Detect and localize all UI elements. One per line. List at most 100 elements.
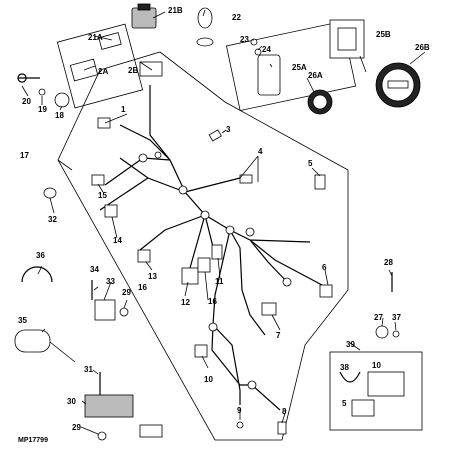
callout-16b: 16 [208,297,217,306]
connector-15 [91,174,105,186]
leader-39 [349,342,361,351]
figure-id: MP17799 [18,437,48,444]
nut-19-icon [38,88,46,96]
callout-10: 10 [204,375,213,384]
junction-node [282,277,292,287]
clamp-36-icon [21,266,53,283]
washer-24-icon [254,48,262,56]
callout-22: 22 [232,13,241,22]
connector-8 [277,421,287,435]
callout-8: 8 [282,407,287,416]
callout-34: 34 [90,265,99,274]
part-5-icon [351,399,375,417]
junction-node [225,225,235,235]
callout-18: 18 [55,111,64,120]
switch-18-icon [54,92,70,108]
hour-meter-26A-face [312,94,328,110]
part-38-icon [339,371,361,383]
relay-10-icon [367,371,405,397]
callout-20: 20 [22,97,31,106]
sensor-32-icon [43,187,57,199]
connector-4 [239,174,253,184]
callout-12: 12 [181,298,190,307]
junction-node [208,322,218,332]
callout-33: 33 [106,277,115,286]
callout-29a: 29 [122,288,131,297]
callout-19: 19 [38,105,47,114]
connector-13 [137,249,151,263]
callout-17: 17 [20,151,29,160]
harness-outline [57,51,349,441]
bracket-25A-icon [257,54,281,96]
connector-9 [236,421,244,429]
junction-node [245,227,255,237]
callout-15: 15 [98,191,107,200]
callout-4: 4 [258,147,263,156]
switch-21B-icon [131,7,157,29]
callout-21B: 21B [168,6,183,15]
kit-39-box [329,351,423,431]
callout-7: 7 [276,331,281,340]
junction-node [138,153,148,163]
callout-6: 6 [322,263,327,272]
callout-32: 32 [48,215,57,224]
callout-30: 30 [67,397,76,406]
callout-13: 13 [148,272,157,281]
connector-10 [194,344,208,358]
relay-33-icon [94,299,116,321]
callout-39: 39 [346,340,355,349]
callout-26A: 26A [308,71,323,80]
washer-29-icon [97,431,107,441]
leader-lines [21,9,426,435]
connector-16 [197,257,211,273]
connector-11 [211,244,223,260]
hour-meter-26B-display [387,80,409,89]
connector-14 [104,204,118,218]
regulator-30-icon [84,394,134,418]
connector-1 [97,117,111,129]
switch-21A-icon [98,32,122,50]
callout-27: 27 [374,313,383,322]
callout-25A: 25A [292,63,307,72]
callout-29b: 29 [72,423,81,432]
callout-5: 5 [308,159,313,168]
callout-9: 9 [237,406,242,415]
screw-23-icon [250,38,258,46]
callout-3: 3 [226,125,231,134]
solenoid-35-icon [14,329,51,353]
regulator-30-plug [139,424,163,438]
junction-node [154,151,162,159]
callout-28: 28 [384,258,393,267]
nut-29-icon [119,307,129,317]
callout-24: 24 [262,45,271,54]
key-20-icon [17,73,40,83]
callout-2B: 2B [128,66,138,75]
callout-2A: 2A [98,67,108,76]
junction-node [247,380,257,390]
callout-16a: 16 [138,283,147,292]
callout-21A: 21A [88,33,103,42]
callout-31: 31 [84,365,93,374]
callout-5b: 5 [342,399,347,408]
connector-3 [208,129,222,142]
junction-node [200,210,210,220]
callout-10b: 10 [372,361,381,370]
callout-25B: 25B [376,30,391,39]
callout-38: 38 [340,363,349,372]
junction-node [178,185,188,195]
callout-37: 37 [392,313,401,322]
solenoid-35-lead [49,341,76,363]
bulb-socket-22-icon [196,37,214,47]
part-37-icon [392,330,400,338]
switch-kit-box [56,23,144,109]
callout-35: 35 [18,316,27,325]
connector-5 [314,174,326,190]
callout-36: 36 [36,251,45,260]
callout-26B: 26B [415,43,430,52]
part-27-icon [375,325,389,339]
bracket-25B-window [337,27,357,51]
callout-11: 11 [215,277,224,286]
bulb-22-icon [197,7,213,29]
